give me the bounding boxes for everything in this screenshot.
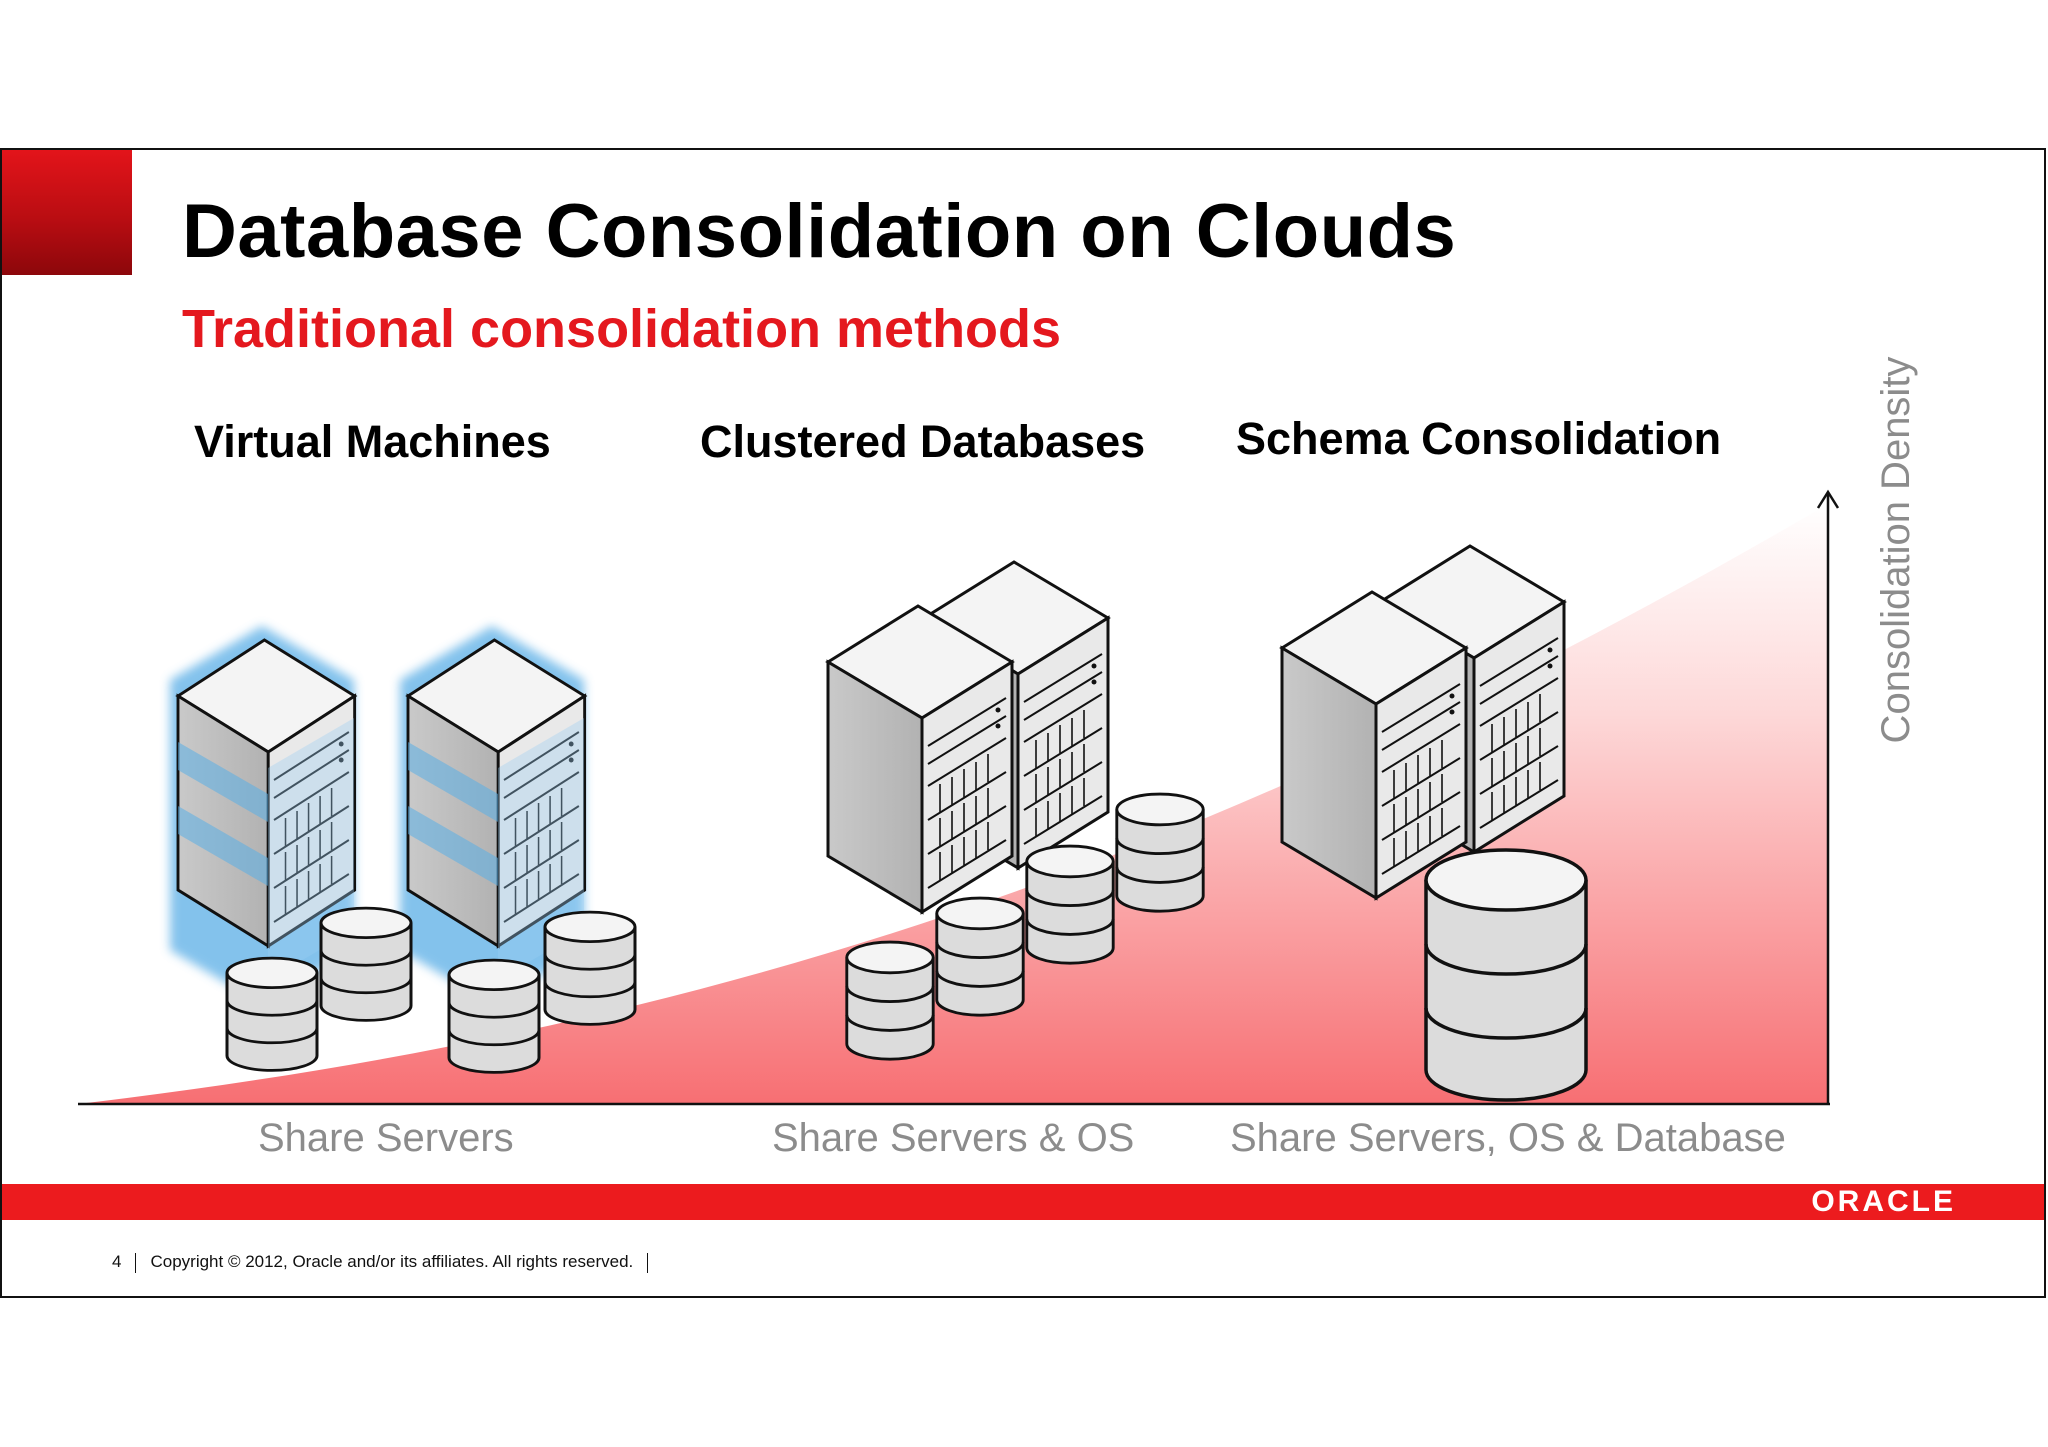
page-number: 4 (112, 1252, 122, 1271)
footer-divider (647, 1252, 649, 1273)
database-cylinder-icon (1424, 848, 1588, 1102)
footer-band (2, 1184, 2044, 1220)
footer: 4 Copyright © 2012, Oracle and/or its aff… (112, 1252, 662, 1273)
density-curve-area (78, 504, 1828, 1104)
axis-label-consolidation-density: Consolidation Density (1874, 356, 1918, 744)
caption-share-servers-os-database: Share Servers, OS & Database (1230, 1116, 1786, 1160)
vm-server-2 (400, 626, 587, 1004)
heading-virtual-machines: Virtual Machines (194, 416, 551, 467)
up-arrow-icon (1816, 489, 1840, 509)
caption-share-servers-os: Share Servers & OS (772, 1116, 1135, 1160)
database-cylinder-icon (543, 910, 637, 1026)
database-cylinder-icon (225, 956, 319, 1072)
database-cylinder-icon (935, 896, 1025, 1017)
server-rack-icon (826, 604, 1014, 914)
slide-title: Database Consolidation on Clouds (182, 189, 1457, 274)
corner-accent (2, 150, 132, 275)
slide: Database Consolidation on Clouds Traditi… (0, 148, 2046, 1298)
database-cylinder-icon (319, 906, 413, 1022)
copyright-text: Copyright © 2012, Oracle and/or its affi… (150, 1252, 634, 1271)
caption-share-servers: Share Servers (258, 1116, 514, 1160)
server-rack-icon (1280, 590, 1468, 900)
database-cylinder-icon (447, 958, 541, 1074)
oracle-logo: ORACLE (1811, 1185, 1956, 1218)
database-cylinder-icon (1115, 792, 1205, 913)
slide-subtitle: Traditional consolidation methods (182, 299, 1062, 359)
heading-schema-consolidation: Schema Consolidation (1236, 413, 1722, 464)
heading-clustered-databases: Clustered Databases (700, 416, 1146, 467)
footer-divider (135, 1252, 137, 1273)
database-cylinder-icon (845, 940, 935, 1061)
database-cylinder-icon (1025, 844, 1115, 965)
consolidation-diagram (78, 489, 1840, 1106)
